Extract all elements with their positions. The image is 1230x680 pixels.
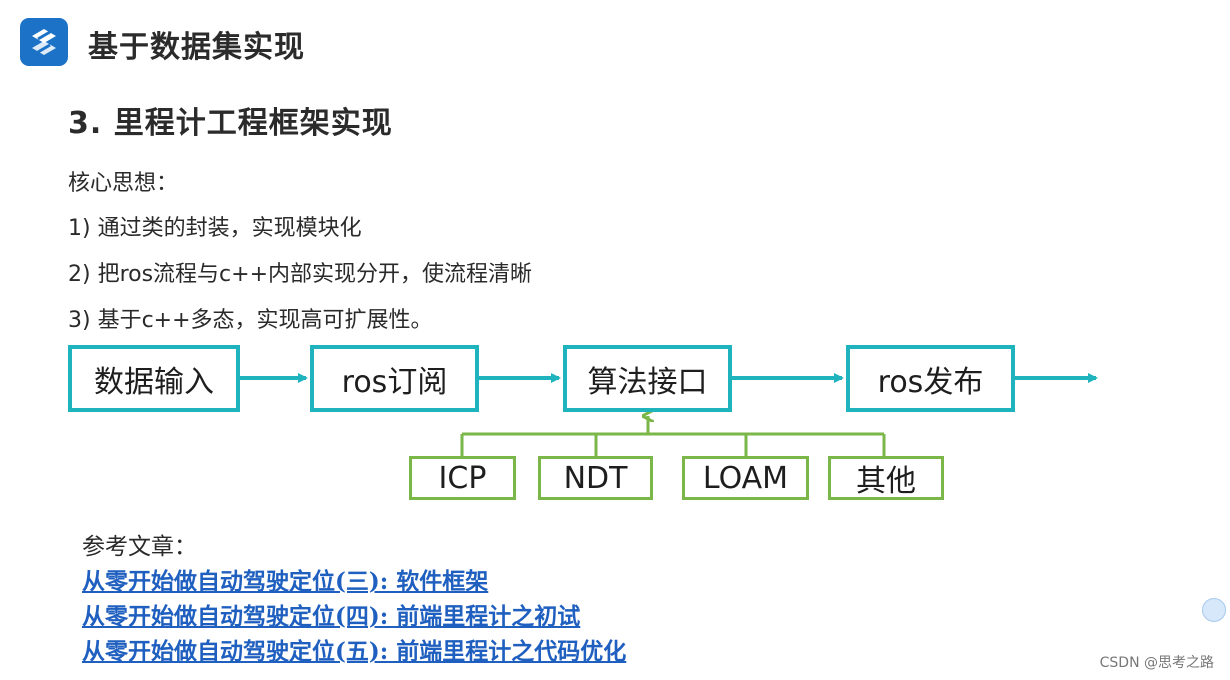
reference-link[interactable]: 从零开始做自动驾驶定位(三): 软件框架 [82, 568, 489, 595]
flow-step-algorithm-interface: 算法接口 [563, 345, 732, 412]
references-label: 参考文章： [82, 534, 197, 560]
algorithm-other: 其他 [828, 456, 944, 500]
core-idea-point: 2) 把ros流程与c++内部实现分开，使流程清晰 [68, 262, 533, 287]
logo-s-glyph [32, 29, 56, 55]
reference-link[interactable]: 从零开始做自动驾驶定位(四): 前端里程计之初试 [82, 603, 581, 630]
core-idea-point: 3) 基于c++多态，实现高可扩展性。 [68, 308, 433, 333]
header-title: 基于数据集实现 [88, 30, 305, 65]
floating-assist-icon[interactable] [1202, 598, 1226, 622]
algorithm-ndt: NDT [538, 456, 653, 500]
logo-icon [20, 18, 68, 66]
flow-step-data-input: 数据输入 [68, 345, 240, 412]
section-title: 3. 里程计工程框架实现 [68, 106, 393, 141]
watermark: CSDN @思考之路 [1099, 655, 1214, 671]
flow-step-ros-publish: ros发布 [846, 345, 1015, 412]
reference-link[interactable]: 从零开始做自动驾驶定位(五): 前端里程计之代码优化 [82, 638, 627, 665]
core-ideas-label: 核心思想： [68, 171, 179, 196]
algorithm-loam: LOAM [682, 456, 809, 500]
algorithm-icp: ICP [409, 456, 516, 500]
core-idea-point: 1) 通过类的封装，实现模块化 [68, 216, 362, 241]
flow-step-ros-subscribe: ros订阅 [310, 345, 479, 412]
